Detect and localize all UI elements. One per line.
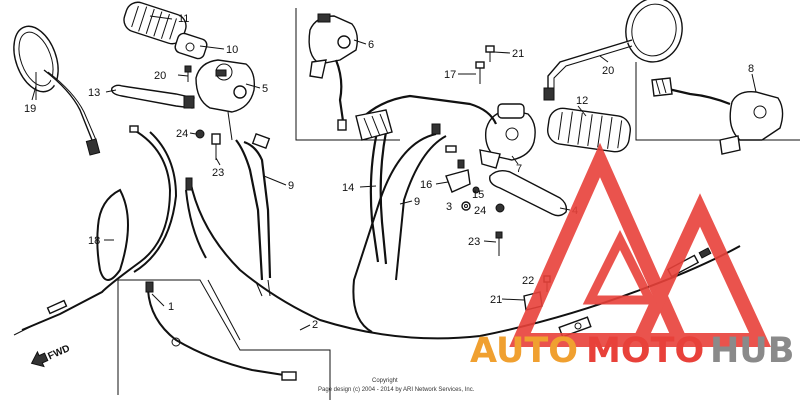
right-switch-housing-7 (479, 103, 536, 169)
watermark-triangle-right (629, 193, 771, 347)
screw-19 (475, 61, 485, 84)
leader-lines (31, 15, 757, 331)
callout-18: 15 (472, 189, 484, 201)
left-handlebar-switch (195, 59, 256, 141)
right-switch-8 (651, 77, 784, 155)
bolt-23-left (211, 133, 221, 160)
callout-2: 2 (312, 319, 318, 331)
callout-7: 7 (516, 163, 522, 175)
watermark-triangle-left (509, 142, 691, 347)
callout-4: 21 (490, 294, 502, 306)
screw-21-right (485, 45, 495, 62)
callout-23-left: 23 (212, 167, 224, 179)
front-brake-lever (489, 169, 568, 217)
wire-harness-10 (355, 94, 498, 265)
left-lever-holder (174, 32, 208, 60)
callout-11: 18 (88, 235, 100, 247)
callout-21-left: 20 (154, 70, 166, 82)
clutch-cable (13, 125, 178, 336)
right-grip (547, 107, 631, 153)
callout-8: 8 (748, 63, 754, 75)
callout-1: 1 (168, 301, 174, 313)
callout-21-right: 21 (512, 48, 524, 60)
callout-6: 6 (368, 39, 374, 51)
callout-3: 3 (446, 201, 452, 213)
starter-cable-1 (145, 281, 297, 381)
callout-24-left: 24 (176, 128, 188, 140)
screw-21-left (184, 65, 192, 82)
watermark-word-hub: HUB (710, 331, 794, 371)
callout-20-left: 19 (24, 103, 36, 115)
choke-cable-loop (96, 188, 129, 281)
inset-box-switch (295, 8, 400, 141)
watermark-triangle-inner (582, 229, 658, 305)
callout-23-right: 23 (468, 236, 480, 248)
bolt-23-right (495, 231, 503, 256)
callout-20-right: 20 (602, 65, 614, 77)
wire-harness-9-left (235, 133, 272, 297)
right-mirror (543, 0, 683, 101)
throttle-cable-9-right (352, 123, 465, 333)
right-handlebar-switch-6 (308, 13, 359, 131)
lever-bracket-17 (445, 169, 480, 194)
callout-17: 16 (420, 179, 432, 191)
fwd-label: FWD (46, 343, 71, 362)
watermark-wordmark: AUTO MOTO HUB (470, 331, 794, 371)
nut-24-right (495, 203, 505, 213)
watermark-word-auto: AUTO (470, 331, 578, 371)
callout-5: 5 (262, 83, 268, 95)
watermark-word-moto: MOTO (586, 331, 704, 371)
callout-13: 11 (178, 13, 189, 25)
washer-3 (461, 201, 471, 211)
forward-direction-indicator: FWD (30, 343, 72, 368)
copyright-heading: Copyright (372, 378, 398, 384)
callout-24-right: 24 (474, 205, 486, 217)
clutch-lever (111, 84, 195, 109)
cable-adjuster-lower (558, 316, 592, 338)
callout-14: 12 (576, 95, 588, 107)
nut-24-left (195, 129, 205, 139)
callout-10: 14 (342, 182, 354, 194)
callout-12: 10 (226, 44, 238, 56)
watermark-logo-mark (509, 142, 771, 347)
callout-9-left: 9 (288, 180, 294, 192)
left-mirror (13, 25, 101, 156)
callout-9-right: 9 (414, 196, 420, 208)
outline-frame-lower (117, 279, 331, 400)
callout-22: 22 (522, 275, 534, 287)
copyright-line: Page design (c) 2004 - 2014 by ARI Netwo… (318, 387, 475, 393)
callout-15: 13 (88, 87, 100, 99)
callout-19: 17 (444, 69, 456, 81)
